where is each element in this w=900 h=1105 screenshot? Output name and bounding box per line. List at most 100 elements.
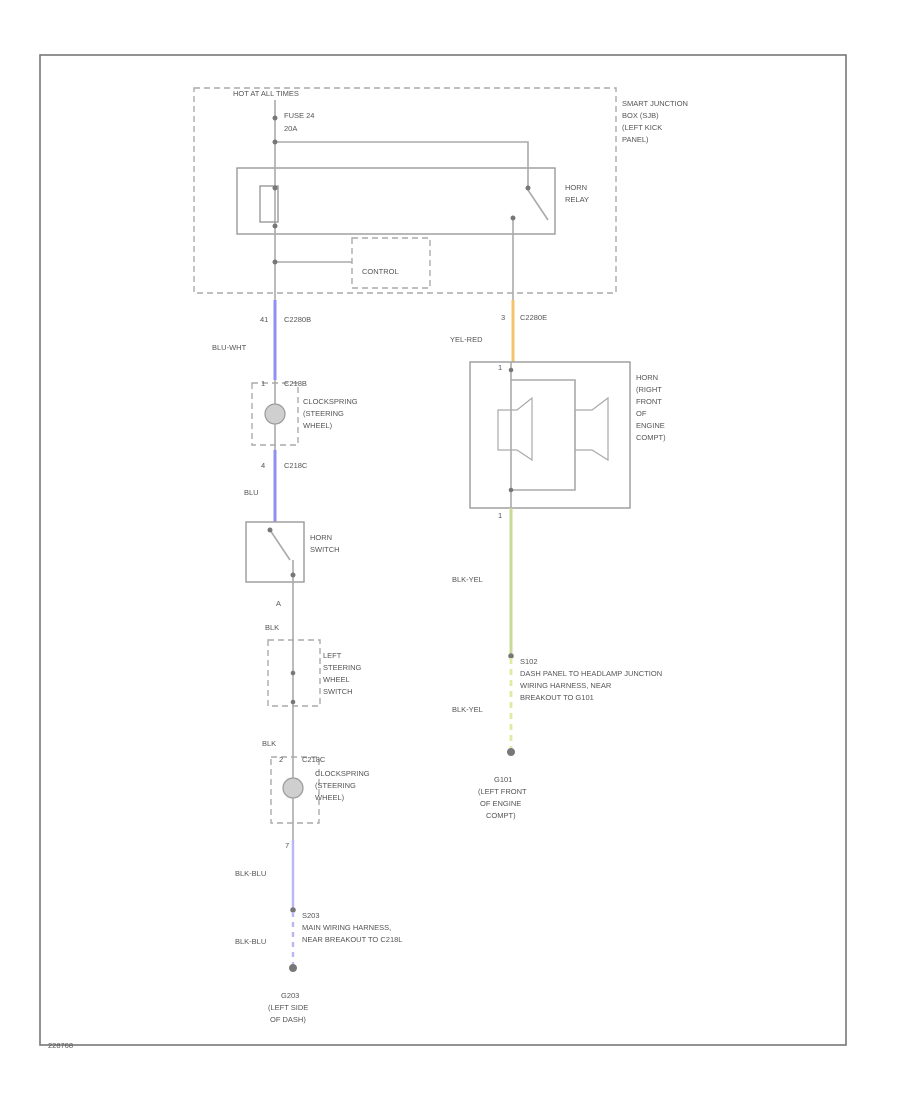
horn-switch-label-2: SWITCH xyxy=(310,545,340,554)
cs1-conn: C218B xyxy=(284,379,307,388)
s203-label-2: MAIN WIRING HARNESS, xyxy=(302,923,391,932)
s102-label-1: S102 xyxy=(520,657,538,666)
pin-left: 41 xyxy=(260,315,268,324)
left-sw-box xyxy=(267,639,321,707)
coil-top-node xyxy=(272,185,278,191)
clockspring-1-icon xyxy=(264,403,286,425)
cs1-label-3: WHEEL) xyxy=(303,421,333,430)
s102-splice xyxy=(508,653,514,659)
figure-id: 228768 xyxy=(48,1041,73,1050)
left-sw-label-1: LEFT xyxy=(323,651,342,660)
control-box xyxy=(351,237,431,289)
left-sw-node-bottom xyxy=(290,699,296,705)
fuse-label-1: FUSE 24 xyxy=(284,111,314,120)
horn-label-1: HORN xyxy=(636,373,658,382)
pin-7: 7 xyxy=(285,841,289,850)
pin-c218c: 4 xyxy=(261,461,265,470)
g101-label-2: (LEFT FRONT xyxy=(478,787,527,796)
g203-ground xyxy=(289,964,297,972)
horn-pin-bottom: 1 xyxy=(498,511,502,520)
hot-label: HOT AT ALL TIMES xyxy=(233,89,299,98)
horn-relay-label-2: RELAY xyxy=(565,195,589,204)
horn-switch-label-1: HORN xyxy=(310,533,332,542)
relay-coil xyxy=(259,185,279,223)
g101-label-1: G101 xyxy=(494,775,512,784)
left-sw-label-4: SWITCH xyxy=(323,687,353,696)
s203-label-1: S203 xyxy=(302,911,320,920)
pin-a: A xyxy=(276,599,281,608)
horn-label-3: FRONT xyxy=(636,397,662,406)
switch-node xyxy=(525,185,531,191)
horn-node-top xyxy=(508,367,514,373)
g101-label-3: OF ENGINE xyxy=(480,799,521,808)
fuse-node xyxy=(272,115,278,121)
pin-right: 3 xyxy=(501,313,505,322)
wire-fuse-to-switch xyxy=(275,141,529,188)
wire-label-blu-wht: BLU-WHT xyxy=(212,343,247,352)
diagram-frame xyxy=(39,54,847,1046)
s203-label-3: NEAR BREAKOUT TO C218L xyxy=(302,935,402,944)
clockspring-2-icon xyxy=(282,777,304,799)
s102-label-3: WIRING HARNESS, NEAR xyxy=(520,681,612,690)
relay-switch-blade xyxy=(527,189,549,221)
bus-node xyxy=(272,139,278,145)
wire-label-blu: BLU xyxy=(244,488,259,497)
sjb-label-2: BOX (SJB) xyxy=(622,111,659,120)
cs2-label-2: (STEERING xyxy=(315,781,356,790)
g203-label-1: G203 xyxy=(281,991,299,1000)
cs2-label-1: CLOCKSPRING xyxy=(315,769,370,778)
conn-right: C2280E xyxy=(520,313,547,322)
horn-label-4: OF xyxy=(636,409,647,418)
horn-node-bottom xyxy=(508,487,514,493)
left-sw-label-3: WHEEL xyxy=(323,675,350,684)
horn-box xyxy=(469,361,631,509)
horn-relay-label-1: HORN xyxy=(565,183,587,192)
coil-bottom-node xyxy=(272,223,278,229)
sjb-label-1: SMART JUNCTION xyxy=(622,99,688,108)
wire-label-blk-blu: BLK-BLU xyxy=(235,869,266,878)
horn-switch-box xyxy=(245,521,305,583)
left-sw-node xyxy=(290,670,296,676)
conn-left: C2280B xyxy=(284,315,311,324)
sjb-label-4: PANEL) xyxy=(622,135,649,144)
horn-switch-node-top xyxy=(267,527,273,533)
switch-out-node xyxy=(510,215,516,221)
horn-label-5: ENGINE xyxy=(636,421,665,430)
s203-splice xyxy=(290,907,296,913)
g101-label-4: COMPT) xyxy=(486,811,516,820)
left-sw-label-2: STEERING xyxy=(323,663,362,672)
cs2-label-3: WHEEL) xyxy=(315,793,345,802)
cs2-pin: 2 xyxy=(279,755,283,764)
cs2-conn: C218C xyxy=(302,755,326,764)
horn-label-2: (RIGHT xyxy=(636,385,662,394)
conn-c218c: C218C xyxy=(284,461,308,470)
g101-ground xyxy=(507,748,515,756)
wire-label-blk-yel: BLK-YEL xyxy=(452,575,483,584)
horn-label-6: COMPT) xyxy=(636,433,666,442)
horn-switch-node-bottom xyxy=(290,572,296,578)
control-node xyxy=(272,259,278,265)
horn-relay-box xyxy=(236,167,556,235)
horn-speaker-1-icon xyxy=(497,396,533,462)
horn-pin-top: 1 xyxy=(498,363,502,372)
horn-speaker-2-icon xyxy=(574,396,609,462)
sjb-boundary xyxy=(193,87,617,294)
wire-label-blk2: BLK xyxy=(262,739,276,748)
horn-switch-blade xyxy=(269,529,291,561)
fuse-label-2: 20A xyxy=(284,124,297,133)
g203-label-2: (LEFT SIDE xyxy=(268,1003,308,1012)
cs1-label-2: (STEERING xyxy=(303,409,344,418)
wire-horn-loop xyxy=(511,379,576,491)
wire-label-blk-blu2: BLK-BLU xyxy=(235,937,266,946)
s102-label-4: BREAKOUT TO G101 xyxy=(520,693,594,702)
cs1-pin: 1 xyxy=(261,379,265,388)
g203-label-3: OF DASH) xyxy=(270,1015,306,1024)
s102-label-2: DASH PANEL TO HEADLAMP JUNCTION xyxy=(520,669,662,678)
cs1-label-1: CLOCKSPRING xyxy=(303,397,358,406)
wire-label-blk-yel2: BLK-YEL xyxy=(452,705,483,714)
sjb-label-3: (LEFT KICK xyxy=(622,123,662,132)
wire-label-yel-red: YEL-RED xyxy=(450,335,483,344)
control-label: CONTROL xyxy=(362,267,399,276)
